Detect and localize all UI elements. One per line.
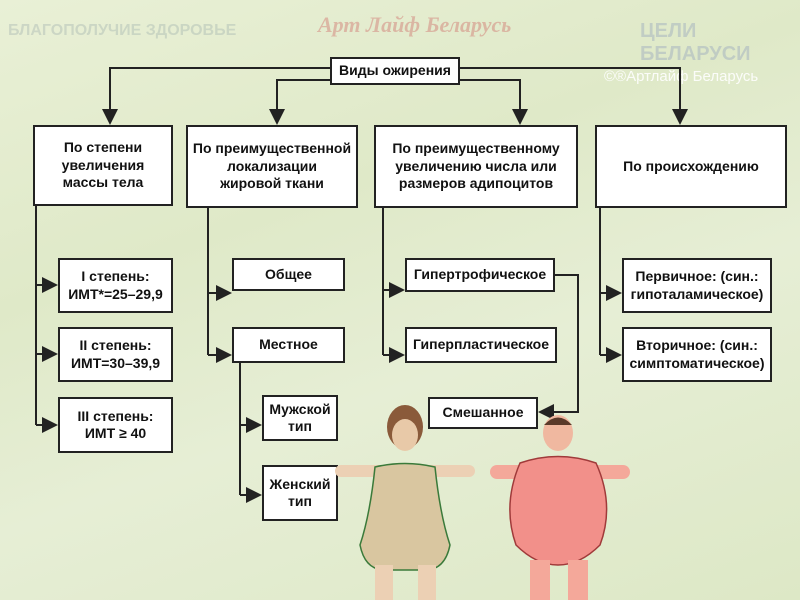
watermark-center-logo: Арт Лайф Беларусь xyxy=(318,12,512,37)
category-origin-box: По происхождению xyxy=(595,125,787,208)
secondary-box: Вторичное: (син.: симптоматическое) xyxy=(622,327,772,382)
primary-box: Первичное: (син.: гипоталамическое) xyxy=(622,258,772,313)
local-box: Местное xyxy=(232,327,345,363)
male-figure xyxy=(490,415,630,600)
female-type-box: Женский тип xyxy=(262,465,338,521)
hypertrophic-box: Гипертрофическое xyxy=(405,258,555,292)
hyperplastic-box: Гиперпластическое xyxy=(405,327,557,363)
category-adipocytes-box: По преимущественному увеличению числа ил… xyxy=(374,125,578,208)
category-localization-box: По преимущественной локализации жировой … xyxy=(186,125,358,208)
body-figures-illustration xyxy=(335,405,630,600)
degree-3-box: III степень: ИМТ ≥ 40 xyxy=(58,397,173,453)
general-box: Общее xyxy=(232,258,345,291)
mixed-box: Смешанное xyxy=(428,397,538,429)
watermark-right-logo: ЦЕЛИ БЕЛАРУСИ xyxy=(640,20,751,65)
root-box: Виды ожирения xyxy=(330,57,460,85)
category-mass-box: По степени увеличения массы тела xyxy=(33,125,173,206)
watermark-left-logo: БЛАГОПОЛУЧИЕ ЗДОРОВЬЕ xyxy=(8,22,237,39)
male-type-box: Мужской тип xyxy=(262,395,338,441)
degree-2-box: II степень: ИМТ=30–39,9 xyxy=(58,327,173,382)
degree-1-box: I степень: ИМТ*=25–29,9 xyxy=(58,258,173,313)
female-figure xyxy=(335,405,475,600)
copyright-text: ©®Артлайф Беларусь xyxy=(604,68,759,85)
